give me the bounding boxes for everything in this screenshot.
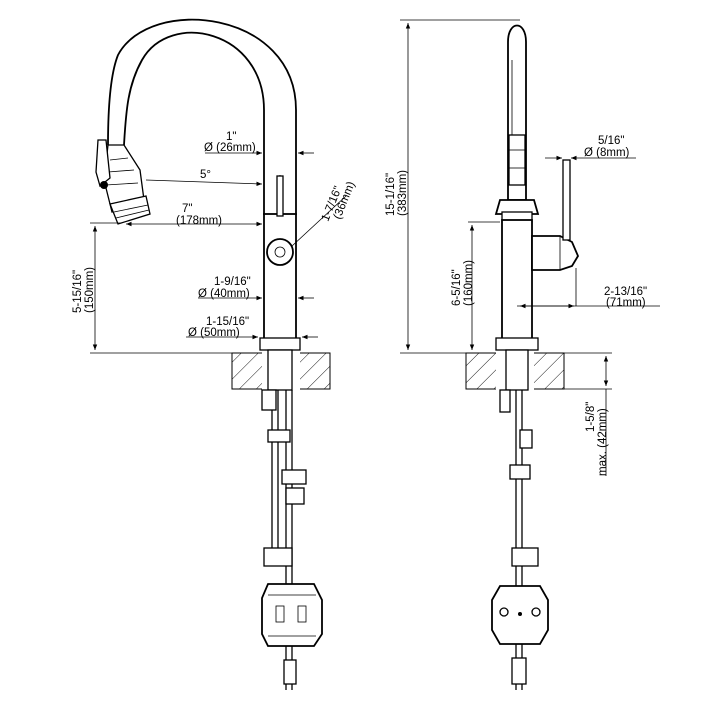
base-diameter-inch: 1-15/16" bbox=[206, 316, 249, 328]
lever-diameter-inch: 5/16" bbox=[598, 135, 624, 147]
faucet-body bbox=[259, 175, 301, 351]
spout-height-inch: 5-15/16" bbox=[72, 270, 84, 313]
gooseneck-spout bbox=[123, 31, 265, 215]
side-handle bbox=[531, 159, 580, 271]
deck-thickness-mm: max. (42mm) bbox=[597, 408, 609, 476]
lever-diameter-mm: Ø (8mm) bbox=[584, 147, 630, 159]
reach-mm: (178mm) bbox=[176, 215, 222, 227]
handle-reach-inch: 2-13/16" bbox=[604, 286, 647, 298]
dimension-lines-right bbox=[400, 19, 660, 476]
deck-thickness-inch: 1-5/8" bbox=[585, 402, 597, 432]
base-diameter-mm: Ø (50mm) bbox=[188, 327, 240, 339]
reach-inch: 7" bbox=[182, 203, 192, 215]
hose-diameter-mm: Ø (26mm) bbox=[204, 142, 256, 154]
hose-diameter-inch: 1" bbox=[226, 131, 236, 143]
faucet-body-front bbox=[501, 219, 533, 341]
total-height-mm: (383mm) bbox=[397, 170, 409, 216]
pull-down-spray-head bbox=[95, 139, 151, 225]
supply-hoses-left bbox=[261, 349, 323, 690]
front-view bbox=[400, 19, 660, 690]
spray-angle: 5° bbox=[200, 169, 211, 181]
side-view bbox=[90, 18, 347, 690]
body-diameter-mm: Ø (40mm) bbox=[198, 288, 250, 300]
supply-hoses-right bbox=[491, 349, 549, 690]
body-diameter-inch: 1-9/16" bbox=[214, 276, 251, 288]
handle-height-inch: 6-5/16" bbox=[451, 269, 463, 306]
handle-reach-mm: (71mm) bbox=[606, 297, 646, 309]
total-height-inch: 15-1/16" bbox=[385, 173, 397, 216]
handle-height-mm: (160mm) bbox=[463, 260, 475, 306]
dimension-lines-left bbox=[90, 150, 347, 354]
spout-height-mm: (150mm) bbox=[84, 267, 96, 313]
